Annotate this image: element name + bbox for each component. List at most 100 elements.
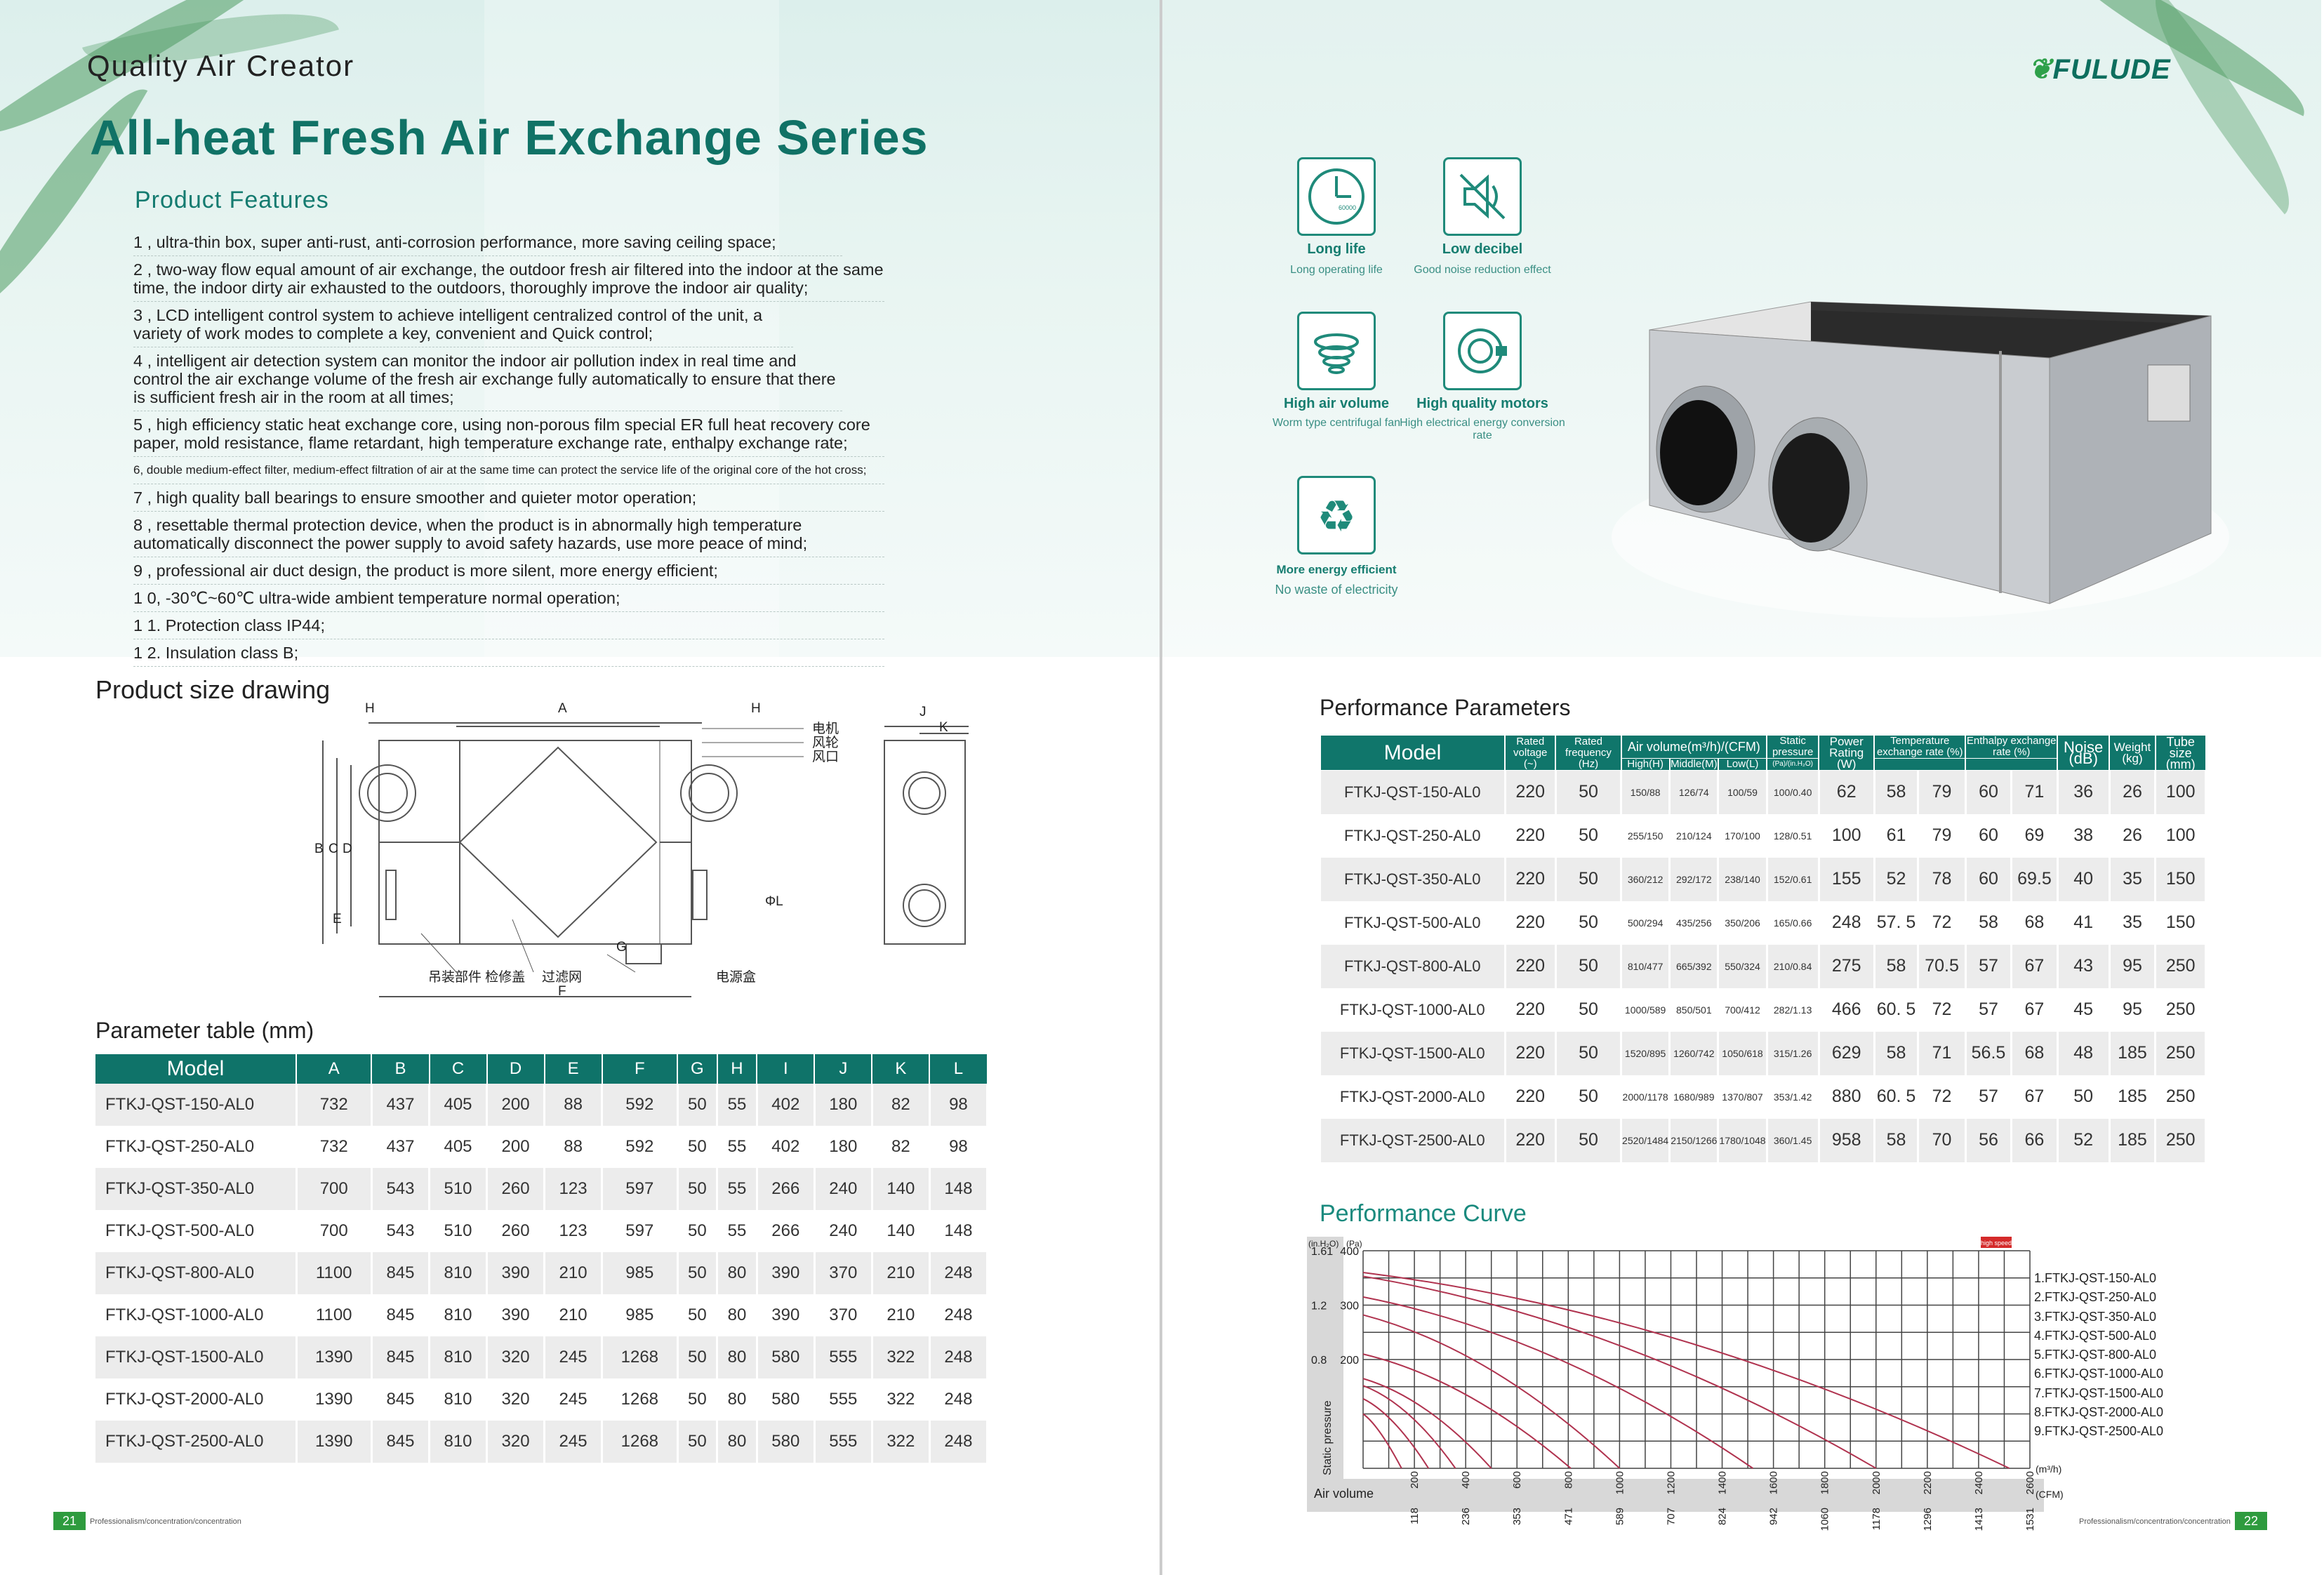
table-cell: 543	[371, 1168, 431, 1210]
icon-title: High air volume	[1283, 396, 1390, 411]
feature-item: 3 , LCD intelligent control system to ac…	[133, 305, 793, 347]
legend-item: 2.FTKJ-QST-250-AL0	[2034, 1290, 2157, 1305]
table-cell: 315/1.26	[1767, 1031, 1820, 1075]
table-cell: 48	[2057, 1031, 2111, 1075]
x-tick-label: 800	[1562, 1471, 1574, 1489]
curve-series-8	[1362, 1275, 1877, 1469]
table-cell: FTKJ-QST-250-AL0	[95, 1126, 298, 1168]
table-cell: 592	[602, 1084, 679, 1126]
table-cell: 67	[2011, 988, 2059, 1032]
table-cell: 50	[1555, 944, 1623, 988]
dim-label-l: ΦL	[765, 894, 783, 909]
table-header: A	[296, 1054, 373, 1084]
table-cell: FTKJ-QST-1500-AL0	[95, 1336, 298, 1378]
table-cell: 555	[814, 1336, 873, 1378]
legend-item: 3.FTKJ-QST-350-AL0	[2034, 1309, 2157, 1324]
table-cell: 185	[2109, 1118, 2157, 1162]
x-axis-label: Air volume	[1314, 1487, 1374, 1501]
table-cell: 510	[429, 1210, 489, 1252]
table-cell: 60	[1965, 770, 2013, 814]
table-cell: 1370/807	[1718, 1075, 1768, 1119]
table-cell: 322	[872, 1336, 931, 1378]
parameter-table: Model A B C D E F G H I J K L FTKJ-QST-1…	[95, 1054, 989, 1463]
table-cell: 543	[371, 1210, 431, 1252]
dim-label-j: J	[919, 705, 927, 719]
table-cell: FTKJ-QST-800-AL0	[1321, 944, 1506, 988]
table-cell: 80	[717, 1294, 758, 1336]
page-fold	[1160, 0, 1162, 1575]
curve-series-1	[1362, 1413, 1402, 1469]
table-cell: 845	[371, 1252, 431, 1294]
brand-logo-text: FULUDE	[2052, 54, 2171, 85]
table-cell: 72	[1918, 988, 1967, 1032]
x-tick-label-cfm: 1413	[1973, 1508, 1985, 1531]
x-tick-label: 2000	[1871, 1471, 1883, 1494]
table-cell: FTKJ-QST-350-AL0	[95, 1168, 298, 1210]
table-cell: 1100	[296, 1252, 373, 1294]
table-cell: 98	[929, 1126, 989, 1168]
page-number-left: 21	[53, 1512, 86, 1530]
x-unit-bottom: (CFM)	[2036, 1489, 2064, 1500]
feature-item: 6, double medium-effect filter, medium-e…	[133, 460, 884, 484]
table-cell: 248	[929, 1252, 989, 1294]
table-cell: 437	[371, 1126, 431, 1168]
table-cell: 597	[602, 1168, 679, 1210]
table-header: Rated voltage (~)	[1505, 736, 1557, 771]
table-cell: 66	[2011, 1118, 2059, 1162]
legend-item: 5.FTKJ-QST-800-AL0	[2034, 1348, 2157, 1362]
table-cell: 732	[296, 1126, 373, 1168]
table-cell: 266	[757, 1168, 816, 1210]
table-cell: 180	[814, 1084, 873, 1126]
feature-item: 5 , high efficiency static heat exchange…	[133, 414, 884, 457]
table-cell: FTKJ-QST-150-AL0	[95, 1084, 298, 1126]
table-cell: 150/88	[1621, 770, 1671, 814]
table-cell: 1390	[296, 1378, 373, 1421]
table-cell: 50	[1555, 901, 1623, 945]
table-header: L	[929, 1054, 988, 1084]
table-cell: 250	[2155, 1118, 2207, 1162]
table-cell: 1680/989	[1669, 1075, 1720, 1119]
dim-label-b: B	[314, 842, 324, 856]
x-tick-label-cfm: 589	[1614, 1508, 1626, 1525]
table-cell: 597	[602, 1210, 679, 1252]
feature-item: 1 0, -30℃~60℃ ultra-wide ambient tempera…	[133, 587, 884, 612]
table-cell: 845	[371, 1294, 431, 1336]
table-cell: 1000/589	[1621, 988, 1671, 1032]
brand-logo: ❦FULUDE	[2028, 53, 2171, 86]
table-cell: 35	[2109, 901, 2157, 945]
x-tick-label-cfm: 1060	[1819, 1508, 1831, 1531]
table-header: H	[717, 1054, 758, 1084]
table-cell: 67	[2011, 944, 2059, 988]
label-wheel: 风轮	[812, 735, 839, 750]
y-axis-band	[1307, 1237, 1343, 1512]
table-cell: 353/1.42	[1767, 1075, 1820, 1119]
table-cell: 50	[2057, 1075, 2111, 1119]
table-cell: 1260/742	[1669, 1031, 1720, 1075]
y-tick-label-inh2o: 0.8	[1311, 1355, 1327, 1367]
x-axis-band	[1307, 1479, 2044, 1512]
clock-icon: 60000	[1297, 157, 1376, 236]
curve-series-3	[1362, 1385, 1456, 1469]
table-cell: 550/324	[1718, 944, 1768, 988]
table-cell: 82	[872, 1084, 931, 1126]
table-cell: 50	[677, 1084, 719, 1126]
x-tick-label: 1200	[1665, 1471, 1677, 1494]
table-cell: 500/294	[1621, 901, 1671, 945]
table-cell: 360/212	[1621, 857, 1671, 901]
curve-title: Performance Curve	[1320, 1200, 1527, 1227]
table-header: I	[757, 1054, 816, 1084]
x-tick-label-cfm: 942	[1768, 1508, 1780, 1525]
heat-exchange-core	[458, 746, 658, 938]
table-header: K	[872, 1054, 931, 1084]
x-tick-label: 400	[1460, 1471, 1472, 1489]
y-tick-label-inh2o: 1.2	[1311, 1301, 1327, 1312]
